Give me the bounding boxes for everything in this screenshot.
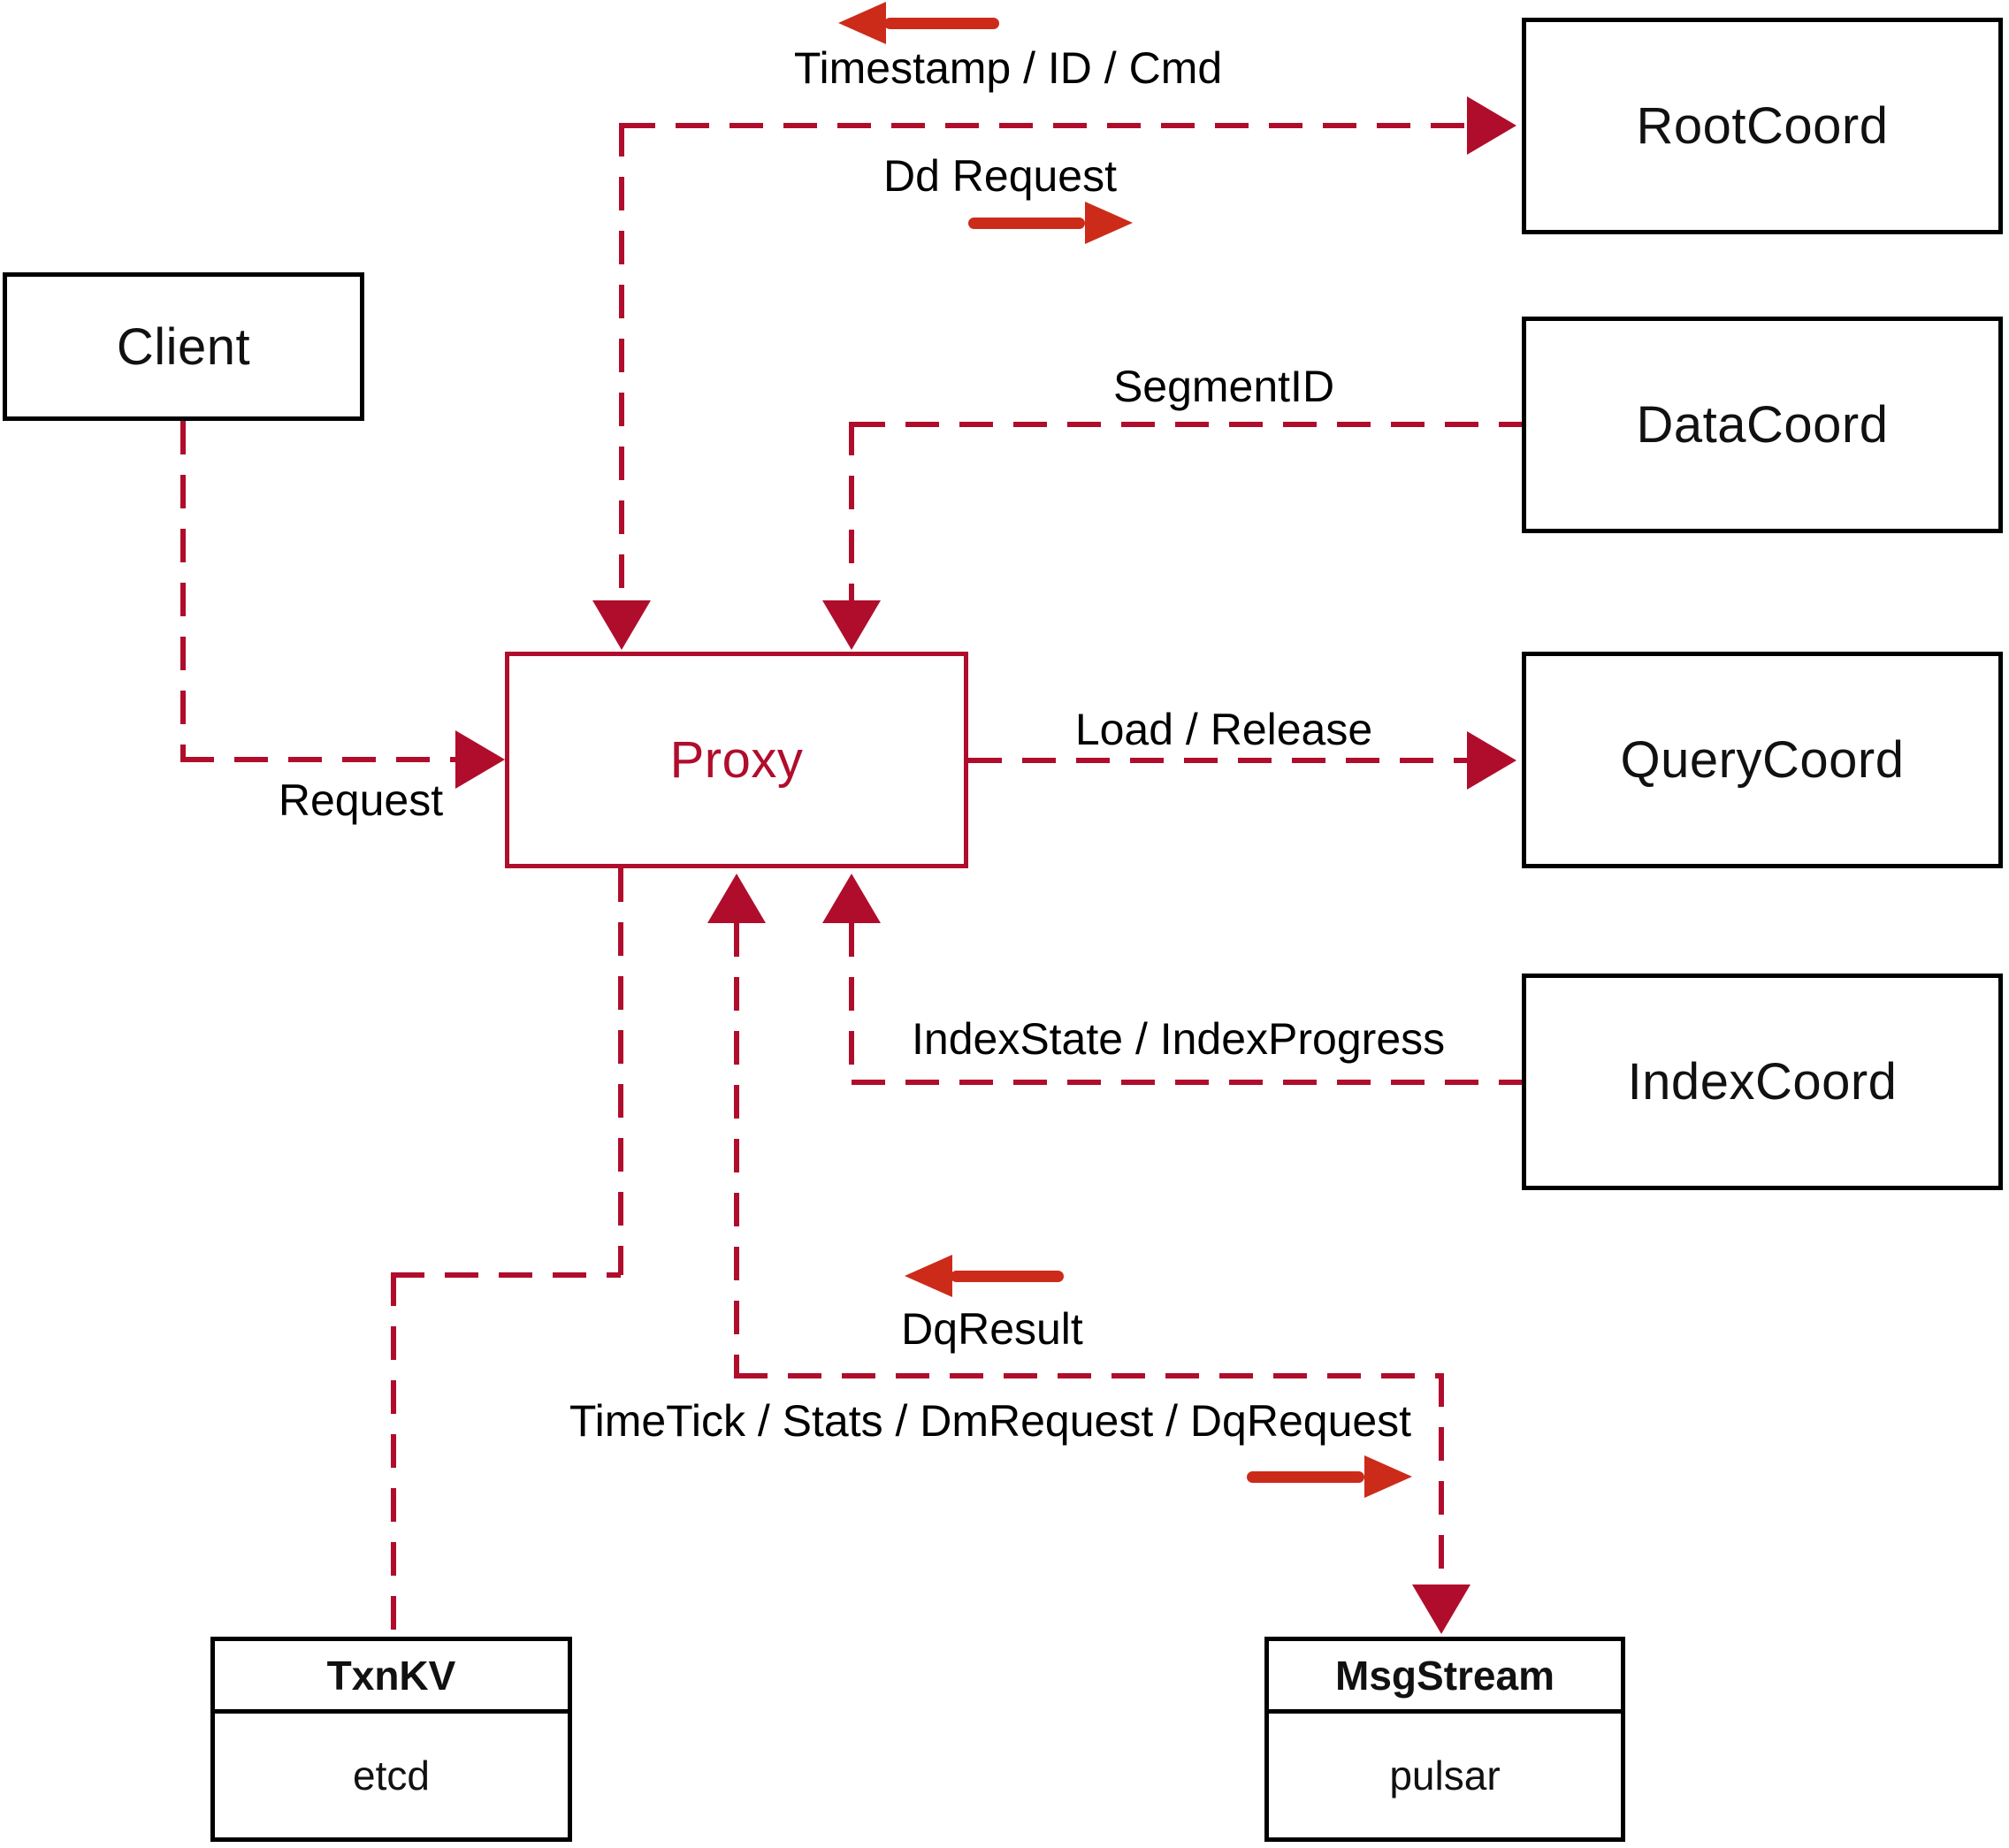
edge-client-proxy-horizontal: [180, 757, 455, 762]
proxy-top-left-arrowhead-icon: [592, 600, 651, 650]
dd-request-label: Dd Request: [882, 151, 1118, 201]
edge-proxy-msgstream-vertical-upper: [734, 923, 739, 1376]
datacoord-node: DataCoord: [1522, 317, 2003, 533]
timetick-direction-arrow-shaft: [1247, 1471, 1364, 1483]
proxy-top-right-arrowhead-icon: [822, 600, 881, 650]
client-label: Client: [116, 317, 251, 376]
txnkv-node: TxnKV etcd: [210, 1637, 572, 1842]
edge-indexcoord-proxy-horizontal: [852, 1080, 1522, 1085]
timestamp-direction-arrow-icon: [838, 2, 886, 44]
segment-id-label: SegmentID: [1112, 362, 1335, 411]
edge-proxy-querycoord-horizontal: [968, 758, 1467, 763]
proxy-label: Proxy: [669, 731, 804, 789]
load-release-label: Load / Release: [1074, 705, 1373, 754]
querycoord-arrowhead-icon: [1467, 731, 1516, 790]
dd-request-direction-arrow-icon: [1085, 202, 1133, 244]
edge-proxy-txnkv-vertical-lower: [391, 1272, 396, 1637]
edge-proxy-rootcoord-vertical: [619, 123, 624, 600]
msgstream-arrowhead-icon: [1412, 1585, 1470, 1634]
msgstream-title: MsgStream: [1269, 1641, 1621, 1714]
request-label: Request: [278, 775, 444, 825]
proxy-bottom-right-arrowhead-icon: [822, 874, 881, 923]
proxy-left-arrowhead-icon: [455, 730, 505, 789]
msgstream-node: MsgStream pulsar: [1264, 1637, 1625, 1842]
rootcoord-arrowhead-icon: [1467, 96, 1516, 155]
edge-indexcoord-proxy-vertical: [849, 923, 854, 1085]
dd-request-direction-arrow-shaft: [968, 218, 1085, 229]
txnkv-subtitle: etcd: [353, 1753, 430, 1798]
index-state-progress-label: IndexState / IndexProgress: [912, 1014, 1446, 1064]
querycoord-label: QueryCoord: [1620, 731, 1905, 789]
timestamp-direction-arrow-shaft: [884, 18, 999, 29]
edge-proxy-msgstream-vertical-lower: [1439, 1373, 1444, 1585]
timetick-stats-label: TimeTick / Stats / DmRequest / DqRequest: [569, 1396, 1412, 1446]
rootcoord-node: RootCoord: [1522, 18, 2003, 234]
timetick-direction-arrow-icon: [1364, 1455, 1412, 1498]
edge-datacoord-proxy-horizontal: [852, 422, 1522, 427]
edge-proxy-txnkv-vertical-upper: [618, 868, 623, 1275]
edge-client-proxy-vertical: [180, 421, 186, 762]
edge-proxy-rootcoord-horizontal: [622, 123, 1467, 128]
proxy-bottom-left-arrowhead-icon: [707, 874, 766, 923]
dq-result-direction-arrow-shaft: [951, 1271, 1064, 1282]
dq-result-label: DqResult: [901, 1304, 1083, 1354]
datacoord-label: DataCoord: [1636, 396, 1889, 454]
client-node: Client: [3, 272, 364, 421]
edge-proxy-txnkv-horizontal: [391, 1272, 621, 1278]
indexcoord-node: IndexCoord: [1522, 974, 2003, 1190]
indexcoord-label: IndexCoord: [1627, 1053, 1898, 1111]
dq-result-direction-arrow-icon: [905, 1255, 952, 1297]
msgstream-subtitle: pulsar: [1389, 1753, 1501, 1798]
txnkv-title: TxnKV: [215, 1641, 568, 1714]
querycoord-node: QueryCoord: [1522, 652, 2003, 868]
proxy-node: Proxy: [505, 652, 968, 868]
rootcoord-label: RootCoord: [1636, 97, 1889, 155]
edge-proxy-msgstream-horizontal: [734, 1373, 1444, 1378]
edge-datacoord-proxy-vertical: [849, 422, 854, 600]
timestamp-id-cmd-label: Timestamp / ID / Cmd: [793, 43, 1223, 93]
